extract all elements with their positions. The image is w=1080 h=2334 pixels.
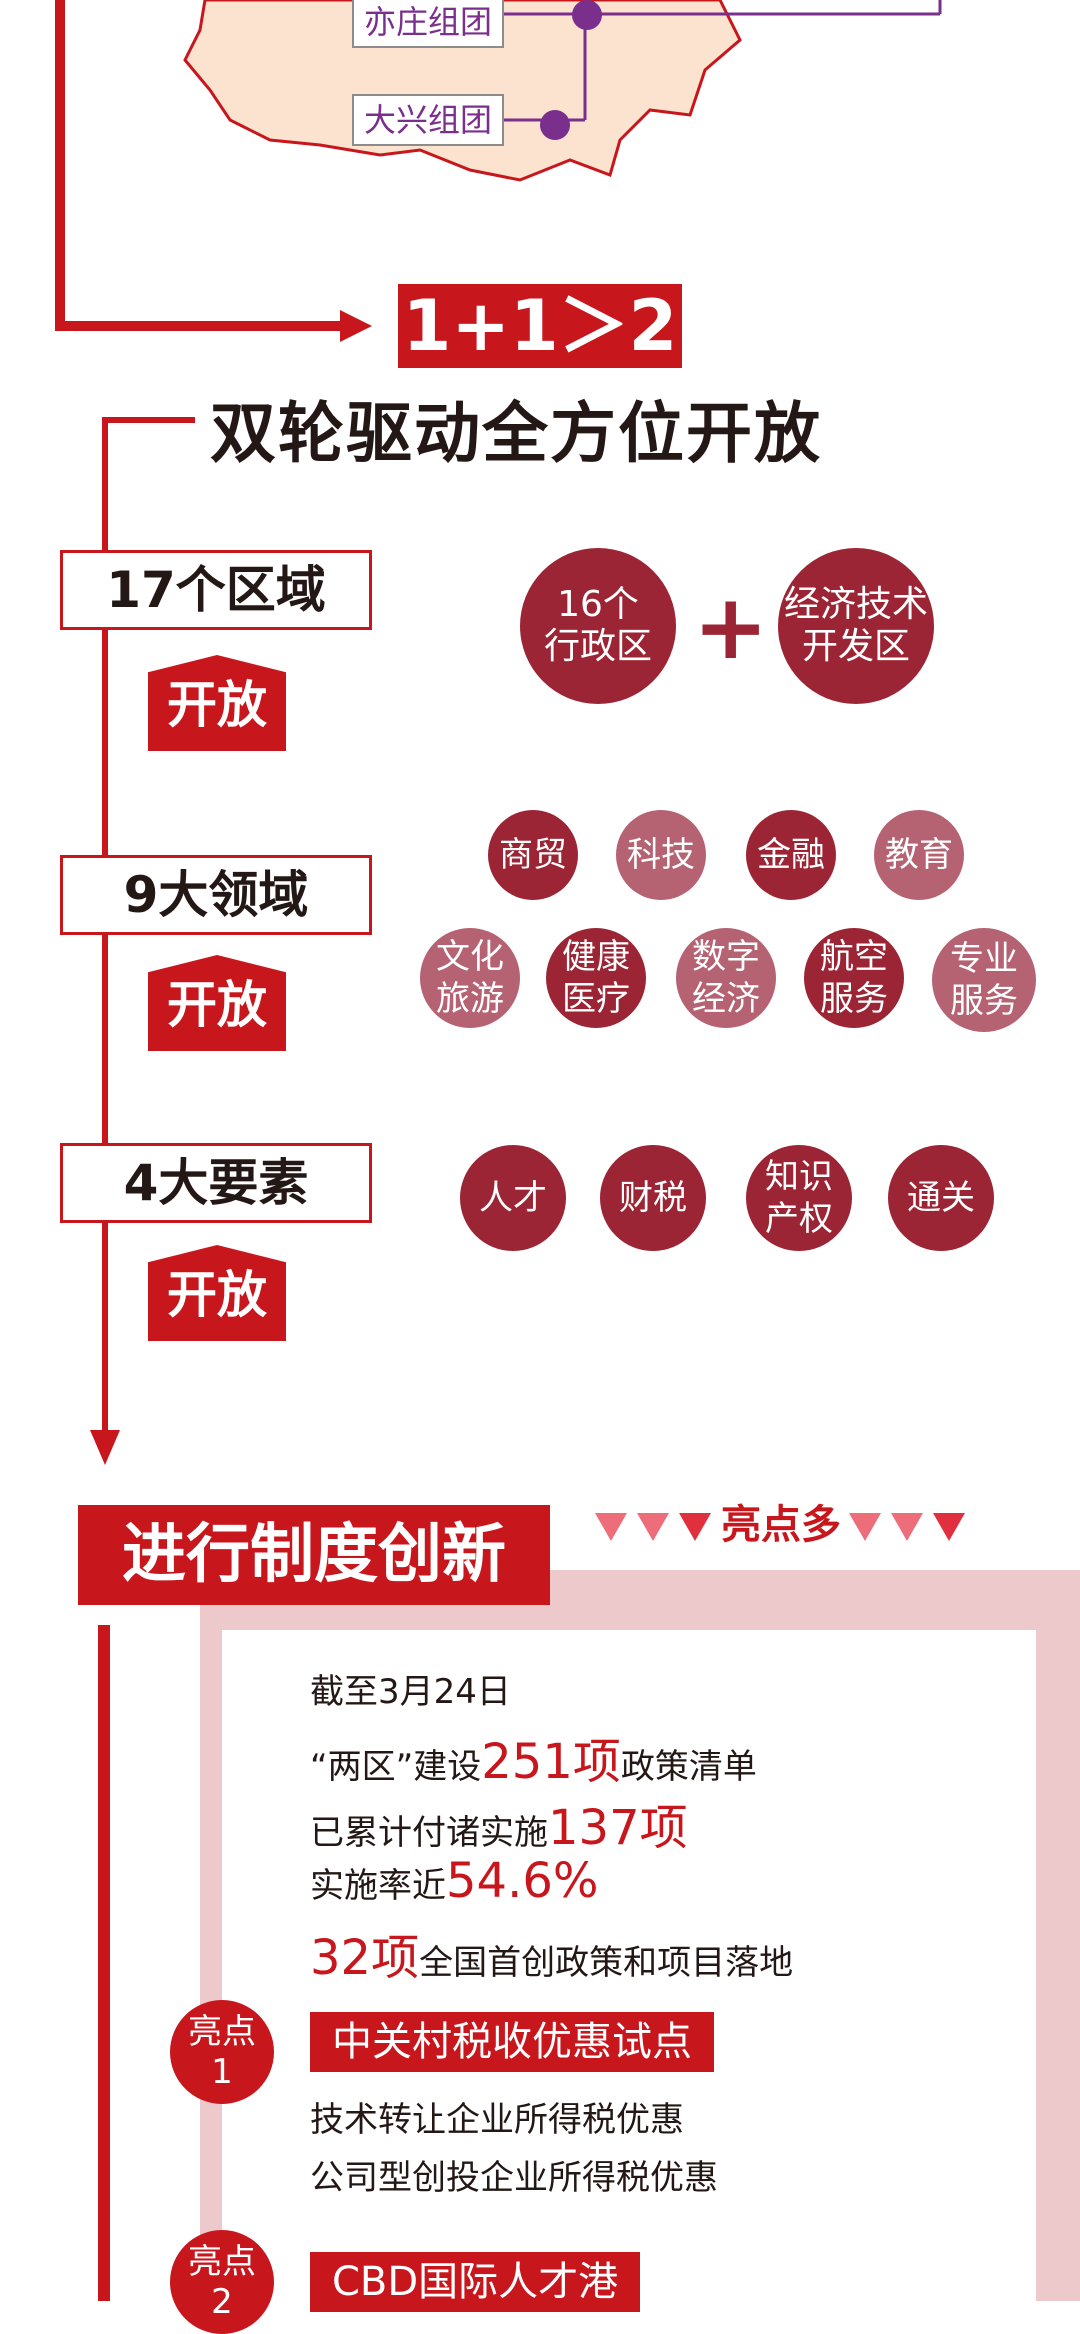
stat-implemented: 已累计付诸实施137项 [310, 1788, 688, 1858]
triangle-icon [595, 1513, 627, 1541]
element-circle: 知识 产权 [746, 1145, 852, 1251]
stat-number: 32项 [310, 1930, 420, 1986]
field-circle: 金融 [746, 810, 836, 900]
element-circle: 财税 [600, 1145, 706, 1251]
field-circle: 商贸 [488, 810, 578, 900]
field-circle: 文化 旅游 [420, 928, 520, 1028]
highlights-tag: 亮点多 [595, 1500, 985, 1550]
triangle-icon [637, 1513, 669, 1541]
field-circle: 健康 医疗 [546, 928, 646, 1028]
innovation-title: 进行制度创新 [78, 1505, 550, 1605]
highlight-badge: 亮点 1 [170, 2000, 274, 2104]
field-circle: 教育 [874, 810, 964, 900]
stat-number: 137项 [548, 1800, 688, 1856]
formula-badge: 1+1＞2 [398, 284, 682, 368]
stat-text: 实施率近 [310, 1866, 446, 1906]
badge-number: 1 [211, 2052, 233, 2092]
map-illustration [55, 0, 942, 342]
highlight-badge: 亮点 2 [170, 2230, 274, 2334]
field-circle: 数字 经济 [676, 928, 776, 1028]
open-tag: 开放 [148, 655, 286, 751]
stat-text: “两区”建设 [310, 1747, 482, 1787]
group-dot [572, 0, 602, 30]
stat-date: 截至3月24日 [310, 1672, 511, 1712]
section-heading: 双轮驱动全方位开放 [210, 395, 822, 472]
plus-sign: + [693, 575, 769, 680]
region-circle: 16个 行政区 [520, 548, 676, 704]
stat-policy-list: “两区”建设251项政策清单 [310, 1722, 757, 1792]
flow-line [55, 0, 340, 331]
innovation-flow-line [98, 1625, 110, 2301]
highlight-title: CBD国际人才港 [310, 2252, 641, 2312]
triangle-icon [679, 1513, 711, 1541]
open-tag: 开放 [148, 1245, 286, 1341]
badge-label: 亮点 [188, 2242, 256, 2282]
category-box: 17个区域 [60, 550, 372, 630]
region-circle: 经济技术 开发区 [778, 548, 934, 704]
field-circle: 科技 [616, 810, 706, 900]
triangle-icon [849, 1513, 881, 1541]
highlight-title: 中关村税收优惠试点 [310, 2012, 714, 2072]
group-label-daxing: 大兴组团 [352, 94, 505, 146]
group-label-yizhuang: 亦庄组团 [352, 0, 505, 48]
innovation-card [222, 1630, 1036, 2301]
field-circle: 航空 服务 [804, 928, 904, 1028]
triangle-icon [933, 1513, 965, 1541]
map-region [183, 0, 742, 182]
element-circle: 通关 [888, 1145, 994, 1251]
group-dot [540, 110, 570, 140]
stat-text: 已累计付诸实施 [310, 1813, 548, 1853]
stat-number: 251项 [481, 1734, 621, 1790]
element-circle: 人才 [460, 1145, 566, 1251]
highlights-label: 亮点多 [721, 1502, 841, 1548]
stat-firsts: 32项全国首创政策和项目落地 [310, 1918, 793, 1988]
field-circle: 专业 服务 [932, 928, 1036, 1032]
triangle-icon [891, 1513, 923, 1541]
stat-number: 54.6% [446, 1853, 599, 1909]
stat-rate: 实施率近54.6% [310, 1853, 598, 1909]
category-box: 4大要素 [60, 1143, 372, 1223]
stat-text: 政策清单 [620, 1747, 757, 1787]
section-flow-line [90, 417, 195, 1465]
category-box: 9大领域 [60, 855, 372, 935]
stat-text: 全国首创政策和项目落地 [419, 1943, 794, 1983]
flow-arrowhead [340, 310, 372, 342]
badge-number: 2 [211, 2282, 233, 2322]
open-tag: 开放 [148, 955, 286, 1051]
highlight-detail: 技术转让企业所得税优惠 [310, 2100, 684, 2140]
highlight-detail: 公司型创投企业所得税优惠 [310, 2158, 718, 2198]
badge-label: 亮点 [188, 2012, 256, 2052]
